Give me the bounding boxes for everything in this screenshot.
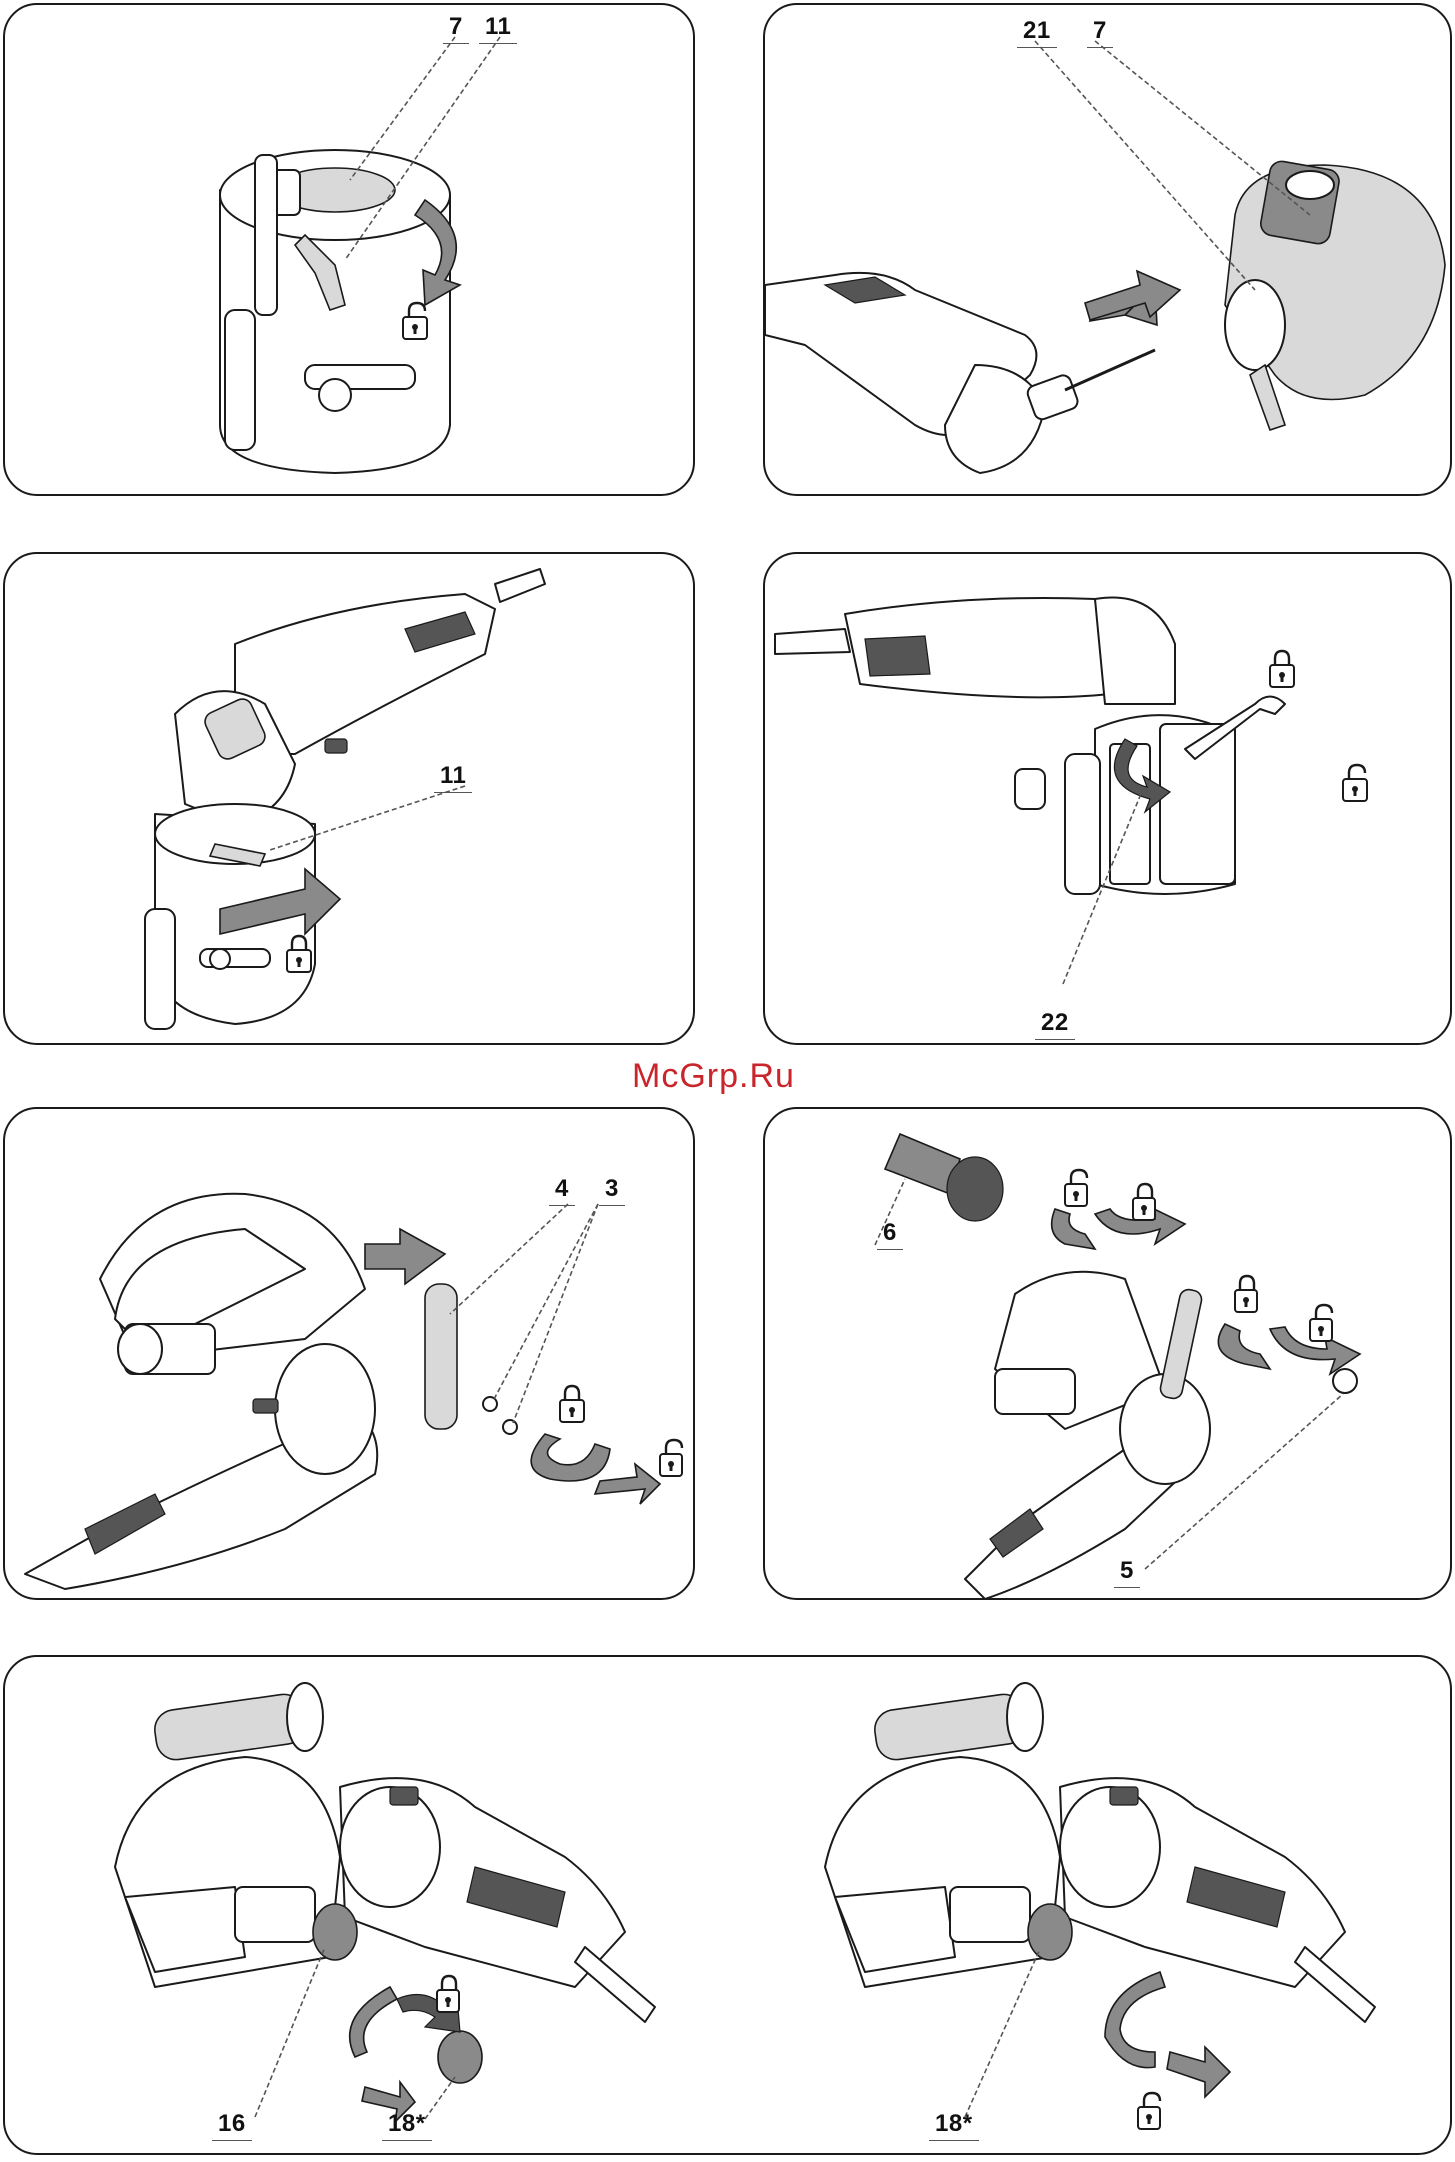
- panel-6-handle-fit: 6 5: [763, 1107, 1452, 1600]
- callout-5: 5: [1120, 1557, 1134, 1585]
- tool-right: [825, 1683, 1375, 2129]
- tool-left: [115, 1683, 655, 2122]
- arrow-icon: [365, 1229, 445, 1284]
- illustration-grinder-fit: [5, 554, 695, 1045]
- padlock-open-icon: [660, 1440, 682, 1476]
- panel-7-dust-port: 16 18* 18*: [3, 1655, 1452, 2155]
- callout-21: 21: [1023, 17, 1051, 45]
- rotation-arrow-icon: [1105, 1972, 1165, 2068]
- padlock-closed-icon: [437, 1976, 459, 2012]
- panel-2-guard-slide: 21 7: [763, 3, 1452, 496]
- callout-18-right: 18*: [935, 2110, 973, 2138]
- callout-3: 3: [605, 1175, 619, 1203]
- padlock-open-icon: [1310, 1305, 1332, 1341]
- padlock-open-icon: [1343, 765, 1367, 801]
- panel-3-grinder-fit: 11: [3, 552, 695, 1045]
- rotation-arrow-icon: [350, 1987, 397, 2057]
- rotation-arrow-icon: [531, 1434, 610, 1481]
- illustration-clamp-screw: [765, 554, 1452, 1045]
- padlock-open-icon: [1065, 1170, 1087, 1206]
- illustration-guard-slide: [765, 5, 1452, 496]
- panel-4-clamp-screw: 22: [763, 552, 1452, 1045]
- callout-11: 11: [440, 762, 466, 790]
- rotation-arrow-icon: [1052, 1209, 1095, 1249]
- panel-1-guard-clamp: 7 11: [3, 3, 695, 496]
- callout-16: 16: [218, 2110, 246, 2138]
- arrow-icon: [1167, 2047, 1230, 2097]
- padlock-open-icon: [1138, 2093, 1160, 2129]
- panel-5-bracket-fit: 4 3: [3, 1107, 695, 1600]
- callout-6: 6: [883, 1219, 897, 1247]
- callout-18-left: 18*: [388, 2110, 426, 2138]
- callout-22: 22: [1041, 1009, 1069, 1037]
- illustration-handle-fit: [765, 1109, 1452, 1600]
- padlock-closed-icon: [1270, 651, 1294, 687]
- callout-7: 7: [449, 13, 463, 41]
- illustration-bracket-fit: [5, 1109, 695, 1600]
- callout-7: 7: [1093, 17, 1107, 45]
- padlock-closed-icon: [560, 1386, 584, 1422]
- padlock-closed-icon: [1235, 1276, 1257, 1312]
- illustration-guard-mount: [5, 5, 695, 496]
- callout-4: 4: [555, 1175, 569, 1203]
- watermark-text: McGrp.Ru: [632, 1057, 795, 1096]
- illustration-dust-port: [5, 1657, 1452, 2155]
- rotation-arrow-icon: [1218, 1324, 1270, 1369]
- padlock-closed-icon: [1133, 1184, 1155, 1220]
- callout-11: 11: [485, 13, 511, 41]
